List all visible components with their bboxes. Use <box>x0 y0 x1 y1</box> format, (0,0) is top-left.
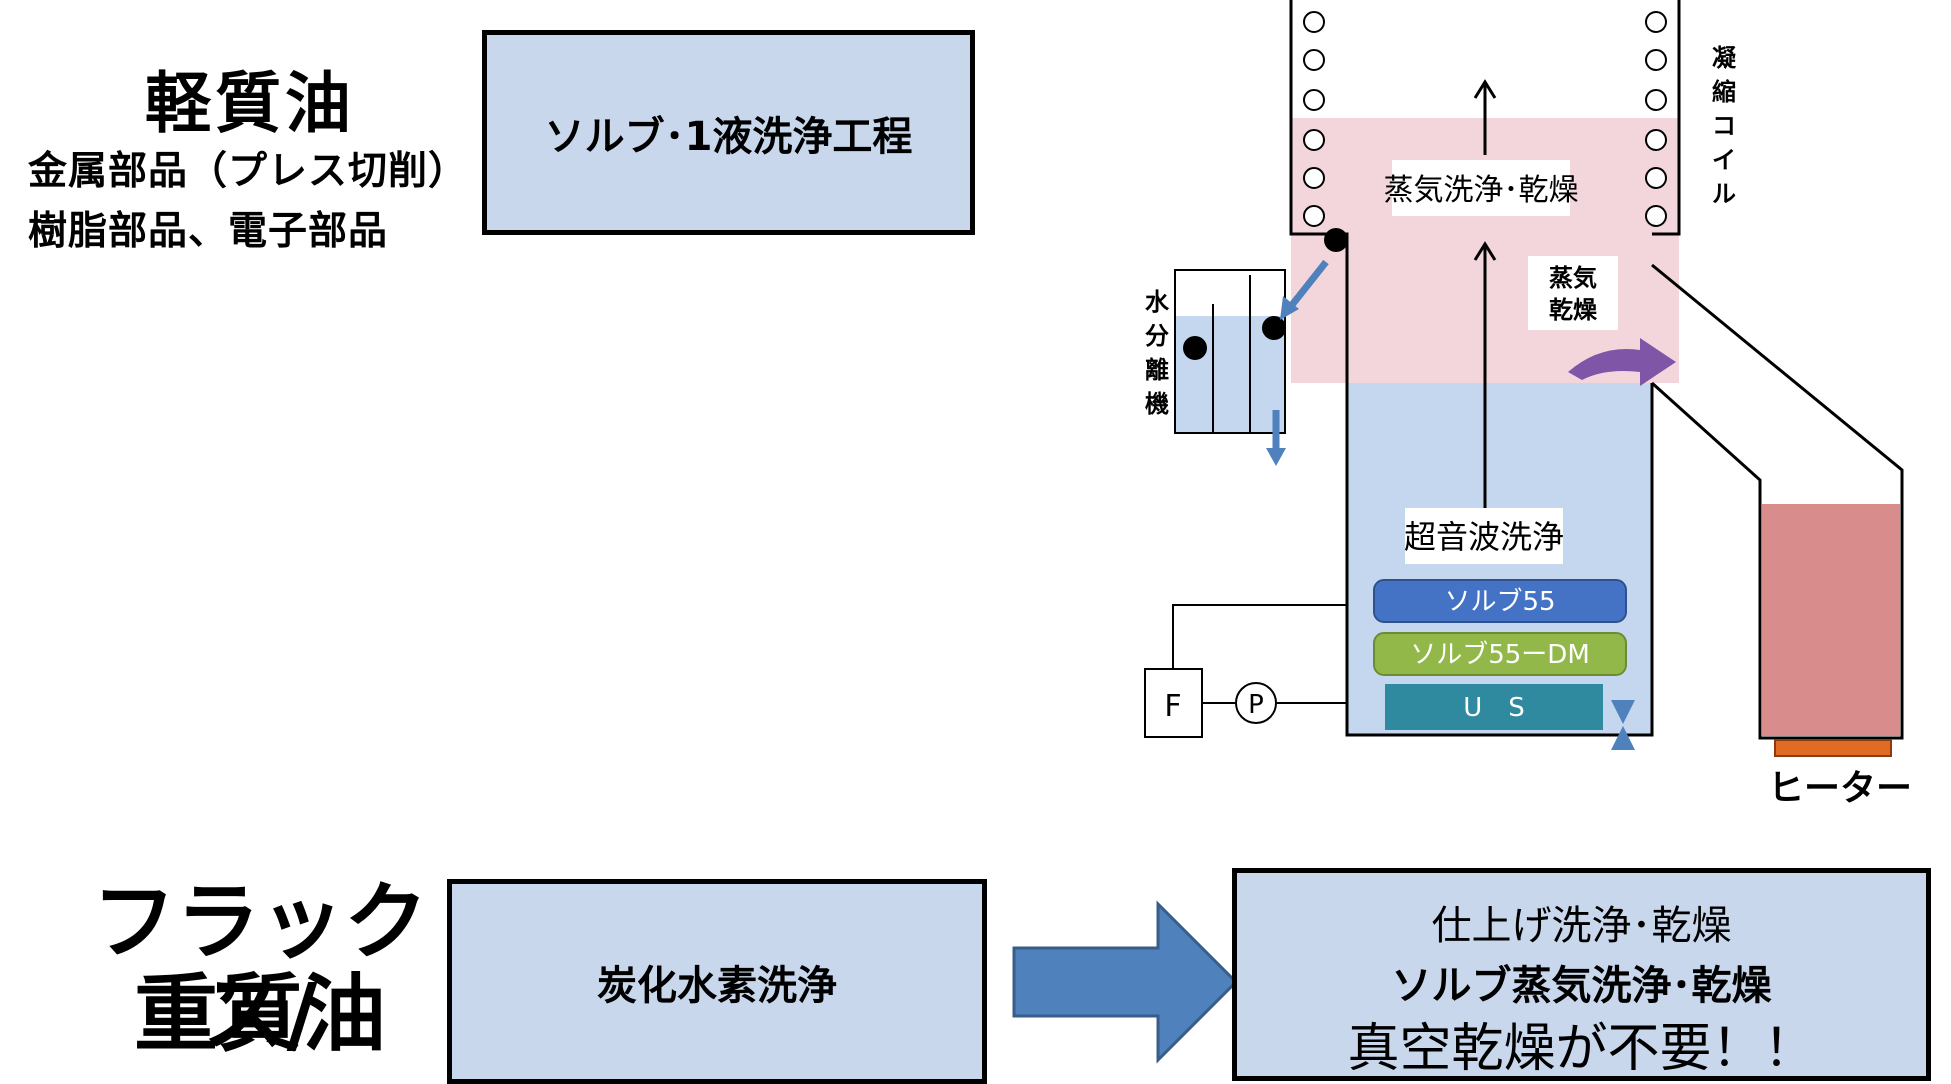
solv55-label: ソルブ55 <box>1444 587 1555 617</box>
pump-label: P <box>1248 690 1264 720</box>
filter-box <box>1144 668 1203 738</box>
coil-circles <box>1303 11 1667 227</box>
ultrasonic-label: 超音波洗浄 <box>1404 518 1564 556</box>
final-line-1: 仕上げ洗浄･乾燥 <box>1431 903 1732 949</box>
process-box-solv-wash: ソルブ･1液洗浄工程 <box>482 30 975 235</box>
pump-icon <box>1235 682 1277 724</box>
vapor-flow-arrows <box>1473 79 1497 512</box>
final-line-3: 真空乾燥が不要！！ <box>1347 1019 1816 1079</box>
vapor-wash-box <box>1392 160 1570 216</box>
coil-label-char-4: ル <box>1712 180 1736 208</box>
us-label: U S <box>1463 693 1525 723</box>
purple-flow-arrow-icon <box>1568 338 1676 386</box>
us-bar <box>1385 684 1603 730</box>
light-oil-line-1: 金属部品（プレス切削） <box>28 149 469 194</box>
solv55dm-label: ソルブ55ーDM <box>1410 640 1590 670</box>
ultrasonic-box <box>1405 508 1563 564</box>
heater-plate <box>1774 739 1892 757</box>
water-sep-char-0: 水 <box>1145 288 1170 316</box>
vapor-wash-label: 蒸気洗浄･乾燥 <box>1384 173 1579 208</box>
heavy-title-line-1: フラックス/ <box>91 873 428 1063</box>
process-box-hydrocarbon: 炭化水素洗浄 <box>447 879 987 1084</box>
heater-label: ヒーター <box>1768 768 1912 809</box>
coil-label-char-2: コ <box>1712 112 1736 140</box>
light-oil-title: 軽質油 <box>145 65 355 142</box>
water-sep-char-3: 機 <box>1145 390 1169 418</box>
coil-label-char-1: 縮 <box>1712 78 1736 106</box>
water-sep-char-1: 分 <box>1145 322 1169 350</box>
water-sep-label: 水 分 離 機 <box>1145 288 1170 418</box>
vapor-dry-label-2: 乾燥 <box>1549 296 1598 324</box>
light-oil-line-2: 樹脂部品、電子部品 <box>28 209 389 254</box>
heater-liquid <box>1762 504 1900 736</box>
process-box-hydrocarbon-label: 炭化水素洗浄 <box>597 962 837 1009</box>
tank-outline <box>1289 0 1904 740</box>
drain-valve-icon <box>1611 700 1635 724</box>
process-box-solv-wash-label: ソルブ･1液洗浄工程 <box>544 113 913 160</box>
solv55-bar <box>1373 579 1627 623</box>
coil-label: 凝 縮 コ イ ル <box>1712 44 1737 208</box>
coil-label-char-0: 凝 <box>1712 44 1737 72</box>
coil-label-char-3: イ <box>1712 146 1736 174</box>
heavy-title-line-2: 重質油 <box>133 965 386 1063</box>
vapor-dry-label-1: 蒸気 <box>1549 264 1597 292</box>
water-sep-char-2: 離 <box>1145 356 1169 384</box>
flow-arrow-icon <box>1012 900 1239 1064</box>
solv55dm-bar <box>1373 632 1627 676</box>
vapor-dry-box <box>1528 256 1618 330</box>
filter-label: F <box>1164 689 1181 724</box>
final-line-2: ソルブ蒸気洗浄･乾燥 <box>1391 963 1772 1009</box>
piping <box>1172 604 1347 704</box>
water-separator <box>1174 228 1348 466</box>
final-process-box: 仕上げ洗浄･乾燥 ソルブ蒸気洗浄･乾燥 真空乾燥が不要！！ <box>1232 868 1931 1081</box>
